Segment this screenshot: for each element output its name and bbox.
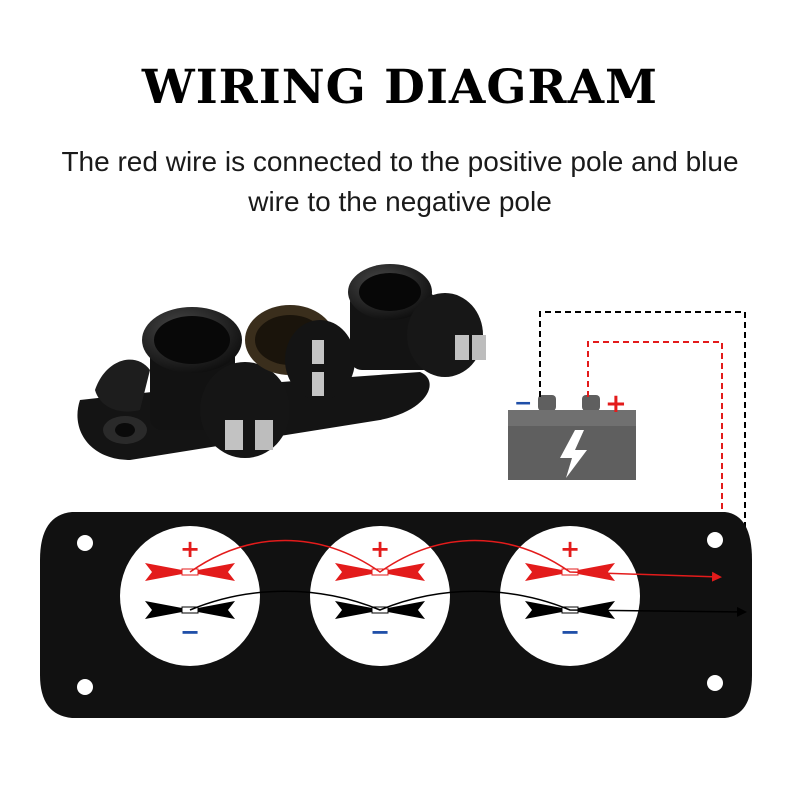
socket-face (500, 526, 640, 666)
socket-terminal-group: +− (500, 526, 640, 666)
positive-label: + (560, 535, 580, 563)
negative-label: − (560, 618, 580, 646)
positive-terminal (335, 563, 372, 581)
page-title: WIRING DIAGRAM (141, 60, 659, 115)
socket-product-photo (77, 264, 486, 460)
mount-hole (77, 679, 93, 695)
positive-label: + (180, 535, 200, 563)
socket-left (142, 307, 290, 458)
socket-face (310, 526, 450, 666)
positive-dashed-wire (587, 341, 723, 577)
mount-hole (77, 535, 93, 551)
page-subtitle: The red wire is connected to the positiv… (61, 146, 739, 217)
socket-middle (245, 305, 355, 400)
mount-hole (707, 675, 723, 691)
socket-terminal-group: +− (120, 526, 260, 666)
battery-positive-symbol: + (605, 389, 627, 419)
positive-terminal (145, 563, 182, 581)
negative-label: − (370, 618, 390, 646)
positive-label: + (370, 535, 390, 563)
socket-face (120, 526, 260, 666)
positive-terminal (388, 563, 425, 581)
positive-terminal (525, 563, 562, 581)
socket-terminal-group: +− (310, 526, 450, 666)
negative-terminal (388, 601, 425, 619)
negative-terminal (145, 601, 182, 619)
negative-terminal (335, 601, 372, 619)
positive-terminal (198, 563, 235, 581)
lightning-bolt-icon (560, 430, 587, 478)
negative-terminal (525, 601, 562, 619)
negative-dashed-wire (539, 311, 746, 612)
positive-terminal (578, 563, 615, 581)
negative-label: − (180, 618, 200, 646)
negative-wire (189, 590, 747, 617)
negative-terminal (198, 601, 235, 619)
battery-negative-symbol: − (514, 391, 532, 416)
positive-wire (189, 539, 722, 582)
mount-hole (707, 532, 723, 548)
battery (508, 395, 636, 480)
socket-right (348, 264, 486, 377)
